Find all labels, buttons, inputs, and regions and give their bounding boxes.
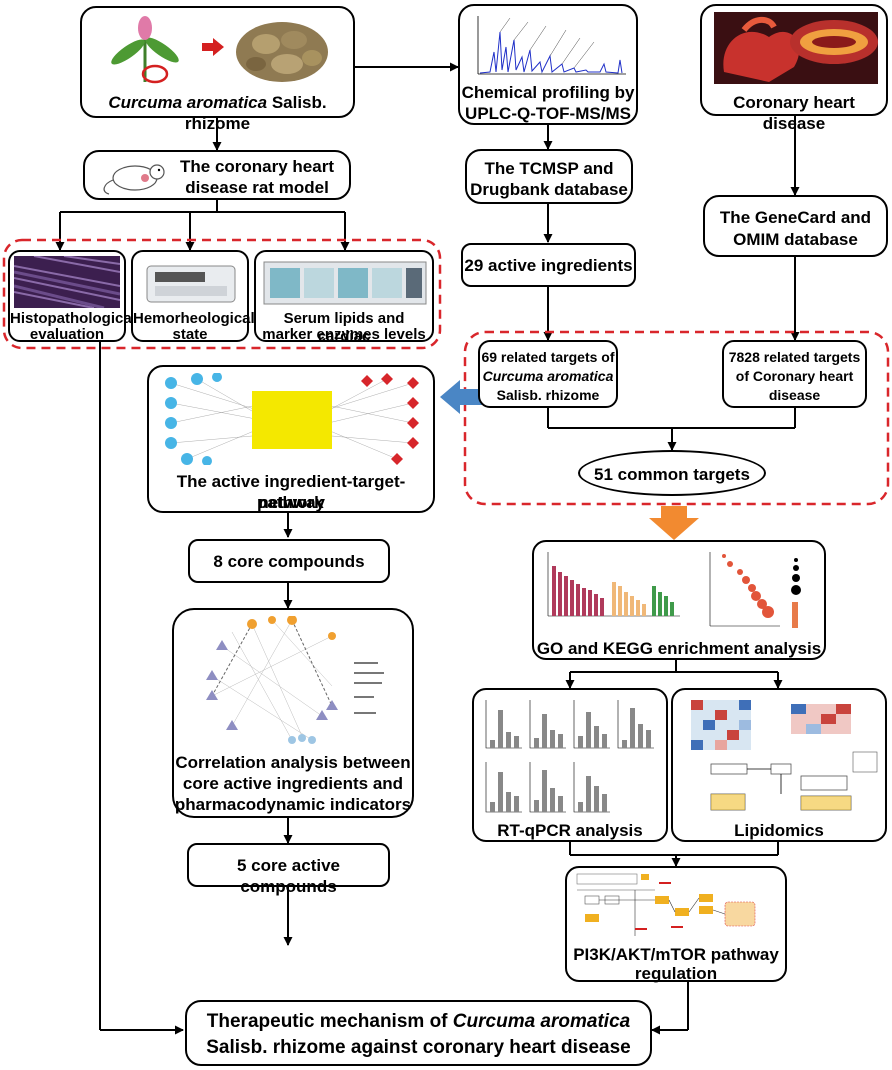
hemo-node: Hemorheological state [131,250,255,343]
curcuma-plant-image [100,14,190,84]
pi3k-line2: regulation [634,964,718,983]
tissue-stain-image [14,256,120,308]
targets69-line2: Curcuma aromatica [482,368,614,384]
therapeutic-node: Therapeutic mechanism of Curcuma aromati… [185,1000,652,1066]
histo-line1: Histopathological [10,310,136,327]
targets7828-line2: of Coronary heart [735,368,854,384]
targets7828-node: 7828 related targets of Coronary heart d… [722,340,867,408]
correlation-line2: core active ingredients and [182,774,404,793]
tcmsp-line1: The TCMSP and [484,159,614,178]
rtqpcr-label: RT-qPCR analysis [497,821,643,840]
serum-node: Serum lipids and cardiac marker enzymes … [254,250,434,345]
rat-model-node: The coronary heart disease rat model [83,150,351,200]
network-line1: The active ingredient-target-pathway [176,472,406,512]
hemo-line1: Hemorheological [133,310,255,327]
rat-model-line2: disease rat model [185,178,329,197]
bar-charts-image [482,696,662,818]
chd-node: Coronary heart disease [700,4,888,133]
pi3k-line1: PI3K/AKT/mTOR pathway [573,945,779,964]
tcmsp-line2: Drugbank database [470,180,628,199]
correlation-network-image [192,616,396,746]
common51-node: 51 common targets [578,450,766,496]
network-line2: network [258,493,324,512]
therapeutic-line1: Therapeutic mechanism of Curcuma aromati… [206,1011,631,1032]
active29-label: 29 active ingredients [464,256,633,275]
chromatogram-image [470,12,630,78]
gokegg-label: GO and KEGG enrichment analysis [536,639,822,658]
network-graph-image [157,373,427,465]
pi3k-node: PI3K/AKT/mTOR pathway regulation [565,866,787,983]
correlation-line1: Correlation analysis between [175,753,411,772]
core8-label: 8 core compounds [213,552,365,571]
common51-label: 51 common targets [594,465,750,484]
rat-model-line1: The coronary heart [180,157,334,176]
core5-node: 5 core active compounds [187,843,390,896]
red-arrow-icon [202,38,224,56]
dried-rhizome-image [232,12,332,86]
network-node: The active ingredient-target-pathway net… [147,365,435,513]
therapeutic-line2: Salisb. rhizome against coronary heart d… [206,1037,631,1058]
biochemistry-analyzer-image [262,256,428,308]
genecard-line1: The GeneCard and [719,208,872,227]
targets69-line3: Salisb. rhizome [496,387,600,403]
hemorheology-analyzer-image [141,256,241,308]
serum-line1: Serum lipids and cardiac [283,310,405,345]
genecard-line2: OMIM database [733,230,858,249]
histo-node: Histopathological evaluation [8,250,136,343]
chd-label: Coronary heart disease [733,93,855,133]
genecard-node: The GeneCard and OMIM database [703,195,888,257]
enrichment-chart-image [540,546,820,636]
core5-label: 5 core active compounds [236,856,340,896]
targets7828-line3: disease [768,387,821,403]
histo-line2: evaluation [29,326,105,343]
rhizome-node: Curcuma aromatica Salisb. rhizome [80,6,355,133]
heart-artery-image [714,12,878,84]
pathway-diagram-image [575,872,781,942]
rat-icon [97,156,167,198]
targets69-line1: 69 related targets of [481,349,615,365]
gokegg-node: GO and KEGG enrichment analysis [532,540,826,660]
tcmsp-node: The TCMSP and Drugbank database [465,149,633,204]
profiling-node: Chemical profiling by UPLC-Q-TOF-MS/MS [458,4,638,125]
profiling-line1: Chemical profiling by [461,83,635,102]
hemo-line2: state [172,326,208,343]
lipidomics-node: Lipidomics [671,688,887,842]
serum-line2: marker enzymes levels [262,326,426,343]
correlation-line3: pharmacodynamic indicators [174,795,412,814]
lipidomics-label: Lipidomics [734,821,824,840]
core8-node: 8 core compounds [188,539,390,583]
heatmap-image [681,694,881,818]
correlation-node: Correlation analysis between core active… [172,608,414,818]
rhizome-label: Curcuma aromatica Salisb. rhizome [108,93,327,133]
profiling-line2: UPLC-Q-TOF-MS/MS [465,104,631,123]
targets69-node: 69 related targets of Curcuma aromatica … [478,340,618,408]
targets7828-line1: 7828 related targets [728,349,861,365]
active29-node: 29 active ingredients [461,243,636,287]
rtqpcr-node: RT-qPCR analysis [472,688,668,842]
